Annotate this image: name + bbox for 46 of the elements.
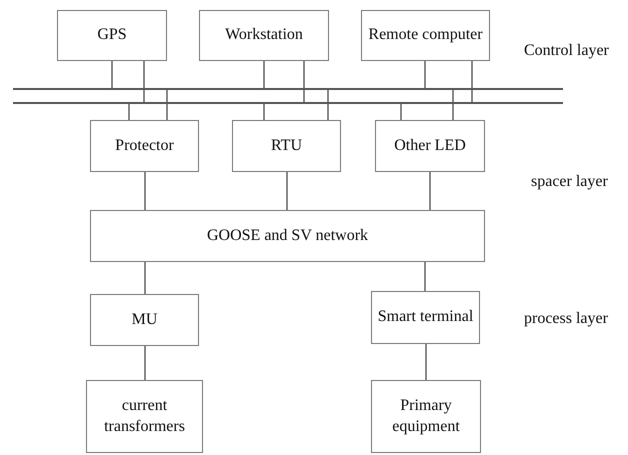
box-label: Other LED [394, 136, 466, 156]
box-label: Protector [115, 136, 174, 156]
connector-line [424, 61, 426, 88]
connector-line [111, 61, 113, 88]
connector-line [429, 172, 431, 210]
connector-line [166, 90, 168, 120]
device-box [375, 120, 485, 172]
box-label: Remote computer [368, 25, 483, 46]
device-box [371, 291, 480, 344]
box-label: RTU [270, 136, 302, 156]
bus-line [13, 102, 563, 104]
connector-line [424, 262, 426, 291]
connector-line [128, 104, 130, 120]
connector-line [144, 172, 146, 210]
device-box [57, 10, 167, 61]
box-label: Primary equipment [391, 396, 461, 436]
connector-line [425, 344, 427, 380]
box-label: MU [132, 310, 158, 330]
device-box [86, 380, 203, 453]
layer-label: process layer [524, 310, 608, 328]
box-label: GPS [97, 25, 127, 46]
device-box [90, 120, 199, 172]
box-label: GOOSE and SV network [206, 226, 368, 246]
connector-line [400, 104, 402, 120]
device-box [361, 10, 490, 61]
layer-label: Control layer [524, 42, 609, 60]
connector-line [144, 262, 146, 294]
connector-line [327, 90, 329, 120]
bus-line [13, 88, 563, 90]
box-label: Workstation [225, 25, 303, 46]
connector-line [263, 104, 265, 120]
device-box [90, 294, 199, 346]
connector-line [286, 172, 288, 210]
device-box [232, 120, 341, 172]
box-label: current transformers [103, 396, 186, 436]
device-box [199, 10, 329, 61]
connector-line [143, 61, 145, 102]
connector-line [303, 61, 305, 102]
device-box [90, 210, 485, 262]
connector-line [263, 61, 265, 88]
connector-line [471, 61, 473, 102]
layer-label: spacer layer [531, 173, 608, 191]
connector-line [144, 346, 146, 380]
device-box [371, 380, 481, 453]
connector-line [452, 90, 454, 120]
box-label: Smart terminal [378, 307, 474, 328]
